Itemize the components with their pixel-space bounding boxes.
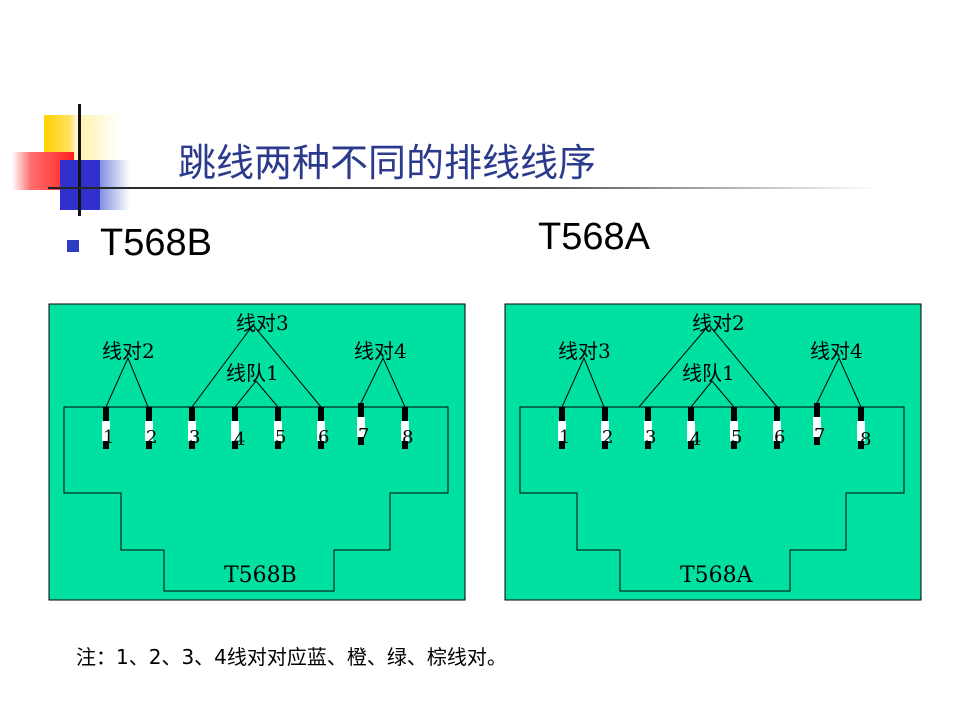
pair-label-right: 线对4 [354, 339, 407, 363]
pair-label-middle: 线队1 [226, 361, 279, 385]
pair-label-top: 线对2 [692, 311, 745, 335]
title-divider [48, 187, 878, 189]
plug-label: T568A [680, 563, 754, 588]
footnote: 注：1、2、3、4线对对应蓝、橙、绿、棕线对。 [76, 645, 507, 669]
page-title: 跳线两种不同的排线线序 [178, 141, 597, 185]
pin-number: 7 [814, 425, 825, 446]
pair-lines [561, 324, 862, 408]
pin-number: 4 [690, 429, 701, 450]
plug-outline [519, 406, 905, 592]
left-standard-label: T568B [100, 222, 212, 264]
pair-label-left: 线对2 [102, 339, 155, 363]
pair-label-top: 线对3 [236, 311, 289, 335]
pin-number: 1 [103, 427, 114, 448]
pin-number: 3 [189, 427, 200, 448]
pin-number: 2 [602, 427, 613, 448]
pin-number: 5 [731, 427, 742, 448]
plug-outline [63, 406, 449, 592]
pin-number: 4 [234, 429, 245, 450]
bullet-icon [67, 240, 79, 252]
pin-number: 5 [275, 427, 286, 448]
diagram-t568a: 1 2 3 4 5 6 7 8 线对2 线对3 线队1 线对4 T568A [504, 303, 922, 605]
pair-label-middle: 线队1 [682, 361, 735, 385]
pin-number: 7 [358, 425, 369, 446]
pin-number: 1 [559, 427, 570, 448]
pair-label-right: 线对4 [810, 339, 863, 363]
pin-number: 6 [774, 427, 785, 448]
pin-number: 8 [402, 427, 413, 448]
pin-number: 2 [146, 427, 157, 448]
corner-decoration [0, 100, 140, 216]
pair-lines [105, 324, 406, 408]
pin-number: 3 [645, 427, 656, 448]
pin-number: 6 [318, 427, 329, 448]
pin-number: 8 [860, 429, 871, 450]
right-standard-label: T568A [538, 216, 650, 258]
pair-label-left: 线对3 [558, 339, 611, 363]
pin-contacts [102, 403, 409, 449]
pin-contacts [558, 403, 865, 449]
plug-label: T568B [224, 563, 297, 588]
diagram-t568b: 1 2 3 4 5 6 7 8 线对3 线对2 线队1 线对4 T568B [48, 303, 466, 605]
